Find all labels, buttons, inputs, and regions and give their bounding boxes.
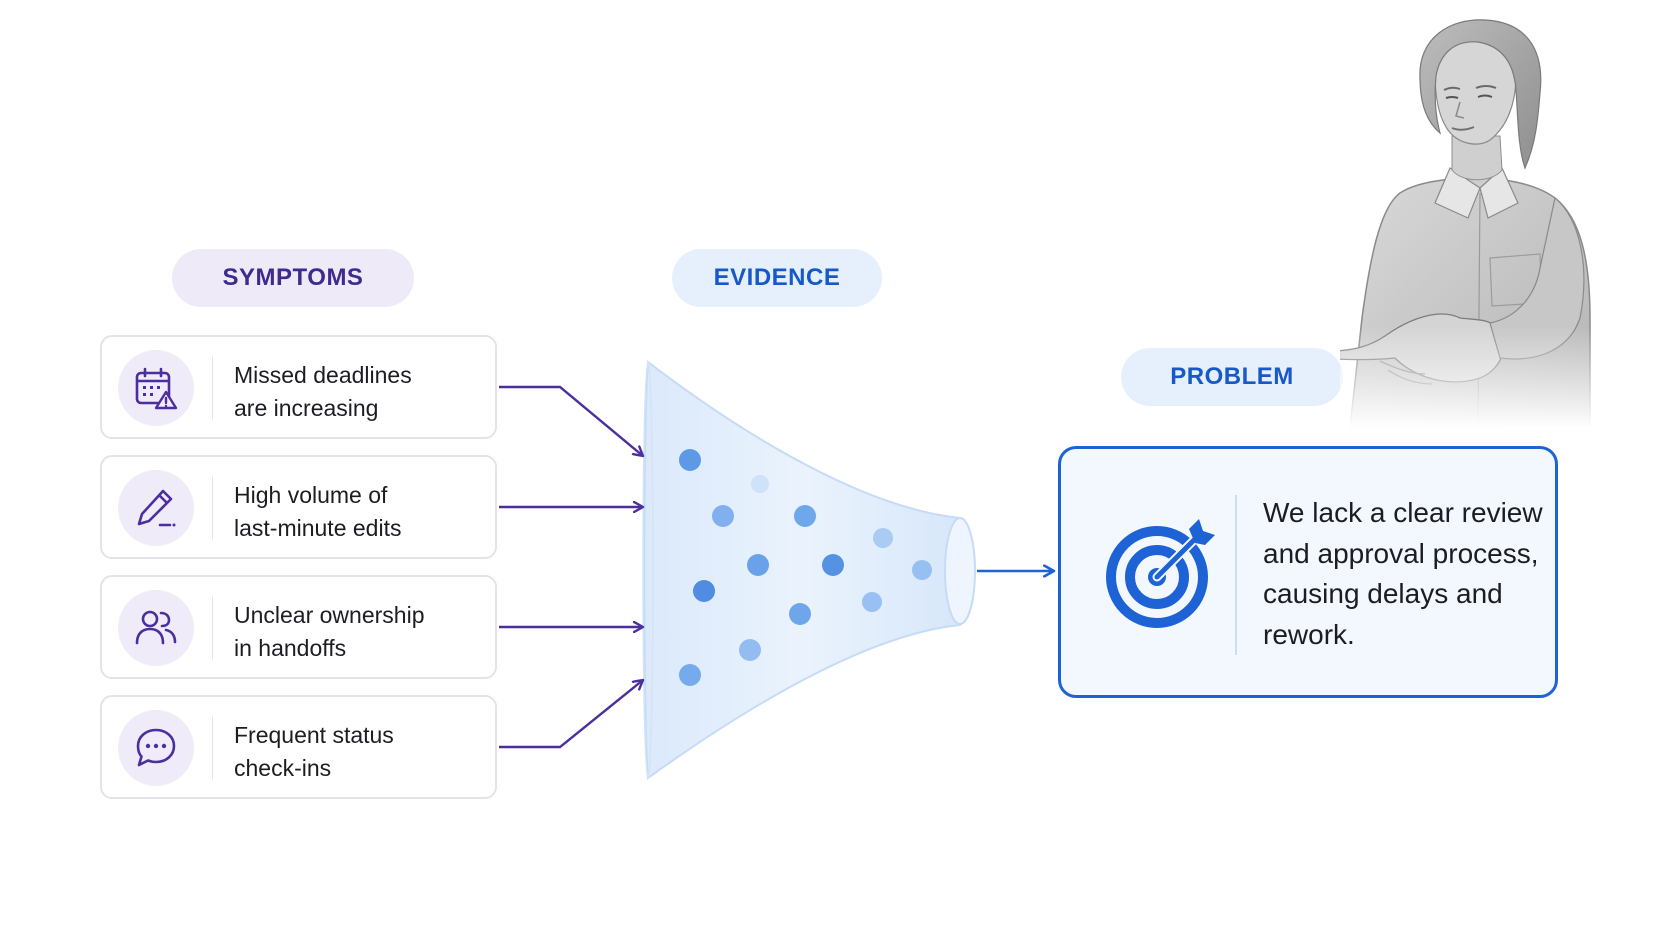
evidence-dots <box>679 449 932 686</box>
symptom-card-unclear-ownership: Unclear ownership in handoffs <box>100 575 497 679</box>
evidence-dot <box>751 475 769 493</box>
calendar-warning-icon <box>118 350 194 426</box>
symptom-text: Frequent status check-ins <box>234 719 484 785</box>
problem-statement-box: We lack a clear review and approval proc… <box>1058 446 1558 698</box>
symptom-line-1: Frequent status <box>234 722 394 748</box>
card-divider <box>212 717 213 779</box>
card-divider <box>212 477 213 539</box>
evidence-dot <box>862 592 882 612</box>
evidence-dot <box>912 560 932 580</box>
evidence-dot <box>789 603 811 625</box>
evidence-dot <box>873 528 893 548</box>
problem-divider <box>1235 495 1237 655</box>
funnel-mouth <box>944 517 976 625</box>
symptom-text: Missed deadlines are increasing <box>234 359 484 425</box>
symptom-arrow-1 <box>499 385 643 456</box>
symptom-line-1: High volume of <box>234 482 388 508</box>
symptoms-label: SYMPTOMS <box>172 249 414 307</box>
evidence-funnel <box>643 360 961 780</box>
evidence-label: EVIDENCE <box>672 249 882 307</box>
chat-bubble-icon <box>118 710 194 786</box>
people-icon <box>118 590 194 666</box>
symptom-card-last-minute-edits: High volume of last-minute edits <box>100 455 497 559</box>
symptom-text: Unclear ownership in handoffs <box>234 599 484 665</box>
funnel-rim <box>642 361 654 779</box>
card-divider <box>212 357 213 419</box>
evidence-dot <box>693 580 715 602</box>
symptom-line-2: last-minute edits <box>234 515 402 541</box>
symptom-line-2: check-ins <box>234 755 332 781</box>
symptom-text: High volume of last-minute edits <box>234 479 484 545</box>
evidence-dot <box>679 449 701 471</box>
symptom-line-1: Unclear ownership <box>234 602 425 628</box>
evidence-dot <box>679 664 701 686</box>
target-arrow-icon <box>1103 515 1219 631</box>
symptom-arrow-4 <box>499 680 643 749</box>
symptom-line-2: in handoffs <box>234 635 347 661</box>
card-divider <box>212 597 213 659</box>
symptom-card-missed-deadlines: Missed deadlines are increasing <box>100 335 497 439</box>
pencil-edit-icon <box>118 470 194 546</box>
symptom-line-2: are increasing <box>234 395 379 421</box>
woman-pointing-photo <box>1340 18 1630 428</box>
problem-statement: We lack a clear review and approval proc… <box>1263 497 1543 650</box>
evidence-dot <box>739 639 761 661</box>
symptom-card-status-check-ins: Frequent status check-ins <box>100 695 497 799</box>
evidence-dot <box>712 505 734 527</box>
symptom-line-1: Missed deadlines <box>234 362 412 388</box>
evidence-dot <box>794 505 816 527</box>
evidence-dot <box>822 554 844 576</box>
evidence-dot <box>747 554 769 576</box>
problem-label: PROBLEM <box>1121 348 1343 406</box>
